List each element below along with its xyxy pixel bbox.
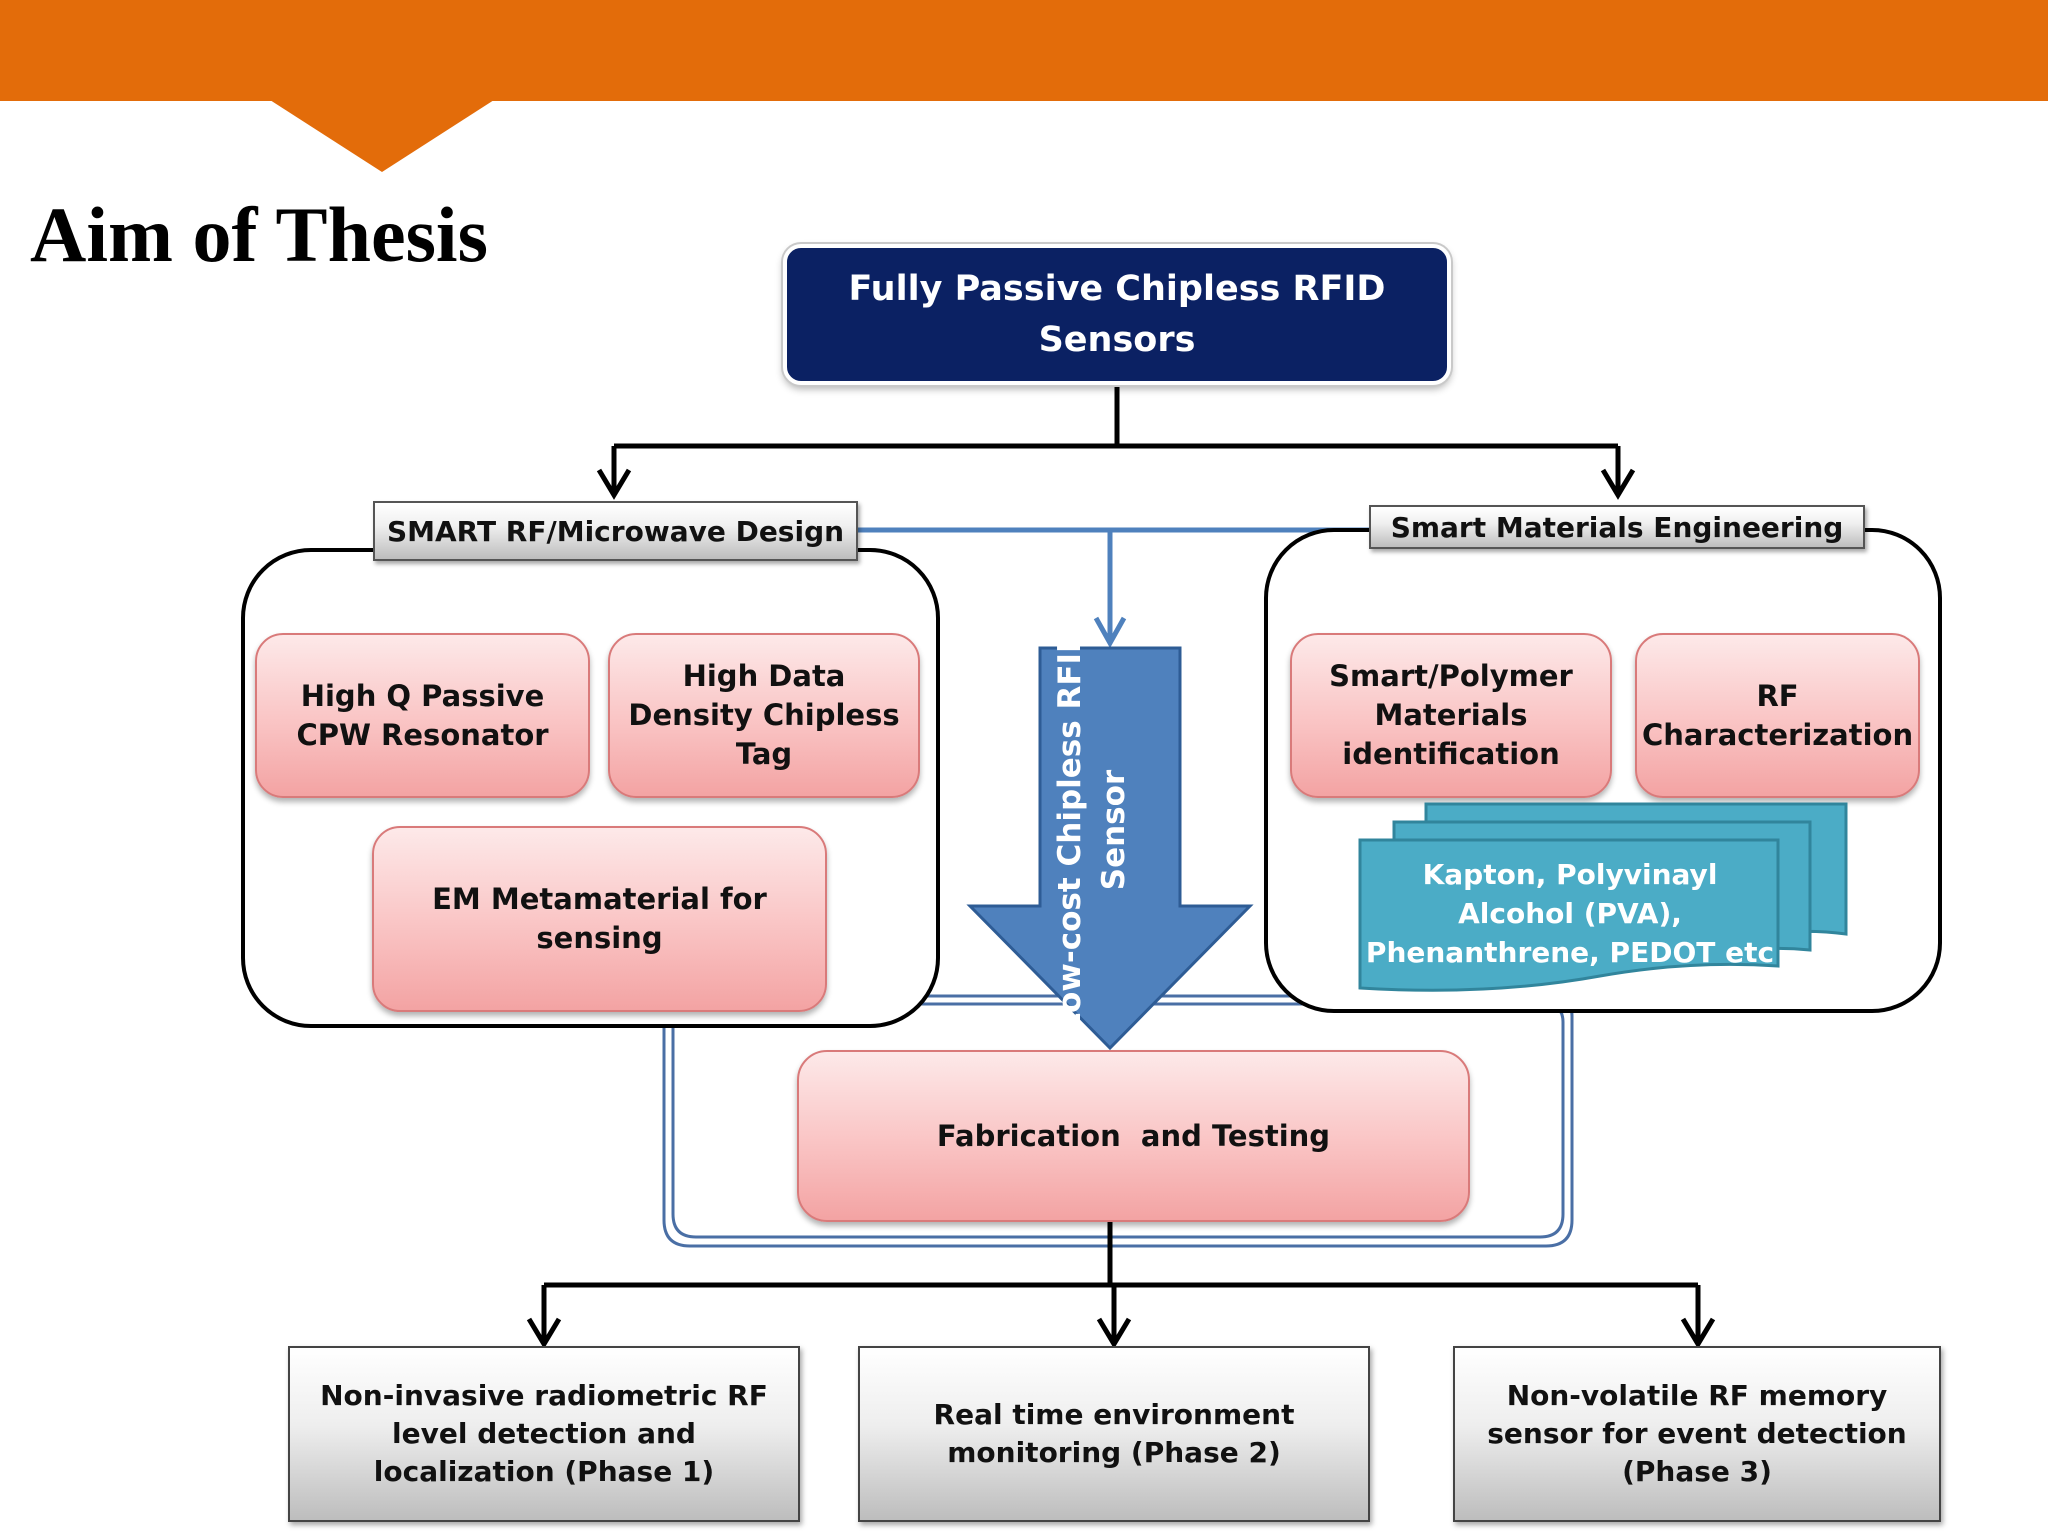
left-item-resonator-text: High Q Passive CPW Resonator [296, 678, 549, 752]
outcome-phase-2: Real time environment monitoring (Phase … [858, 1346, 1370, 1522]
slide-title: Aim of Thesis [30, 191, 488, 278]
right-item-rf: RF Characterization [1635, 633, 1920, 798]
left-item-metamaterial: EM Metamaterial for sensing [372, 826, 827, 1012]
main-goal-box: Fully Passive Chipless RFID Sensors [783, 244, 1451, 385]
outcome-phase-3: Non-volatile RF memory sensor for event … [1453, 1346, 1941, 1522]
main-goal-text: Fully Passive Chipless RFID Sensors [848, 268, 1386, 360]
outcome-phase-1-text: Non-invasive radiometric RF level detect… [320, 1379, 768, 1488]
outcome-phase-2-text: Real time environment monitoring (Phase … [933, 1398, 1295, 1469]
left-item-tag-text: High Data Density Chipless Tag [628, 659, 900, 771]
right-item-materials-text: Smart/Polymer Materials identification [1329, 659, 1573, 771]
materials-list-text: Kapton, Polyvinayl Alcohol (PVA), Phenan… [1365, 857, 1775, 969]
arrowhead-phase1 [526, 1317, 562, 1349]
right-group-label: Smart Materials Engineering [1369, 505, 1865, 549]
left-item-tag: High Data Density Chipless Tag [608, 633, 920, 798]
center-arrow-text: Low-cost Chipless RFID Sensor [1052, 627, 1132, 1033]
top-banner [0, 0, 2048, 101]
right-item-materials: Smart/Polymer Materials identification [1290, 633, 1612, 798]
left-item-resonator: High Q Passive CPW Resonator [255, 633, 590, 798]
blue-arrowhead [1093, 616, 1127, 649]
arrowhead-right [1600, 468, 1636, 500]
arrowhead-phase2 [1096, 1317, 1132, 1349]
left-group-label: SMART RF/Microwave Design [373, 501, 858, 561]
right-item-rf-text: RF Characterization [1641, 678, 1914, 752]
banner-notch [270, 100, 494, 172]
materials-document-stack [1358, 802, 1848, 992]
fabrication-text: Fabrication and Testing [936, 1118, 1331, 1153]
fabrication-box: Fabrication and Testing [797, 1050, 1470, 1222]
arrowhead-left [596, 468, 632, 500]
outcome-phase-1: Non-invasive radiometric RF level detect… [288, 1346, 800, 1522]
center-down-arrow [966, 646, 1254, 1051]
left-item-metamaterial-text: EM Metamaterial for sensing [432, 882, 767, 955]
arrowhead-phase3 [1680, 1317, 1716, 1349]
outcome-phase-3-text: Non-volatile RF memory sensor for event … [1487, 1379, 1907, 1488]
